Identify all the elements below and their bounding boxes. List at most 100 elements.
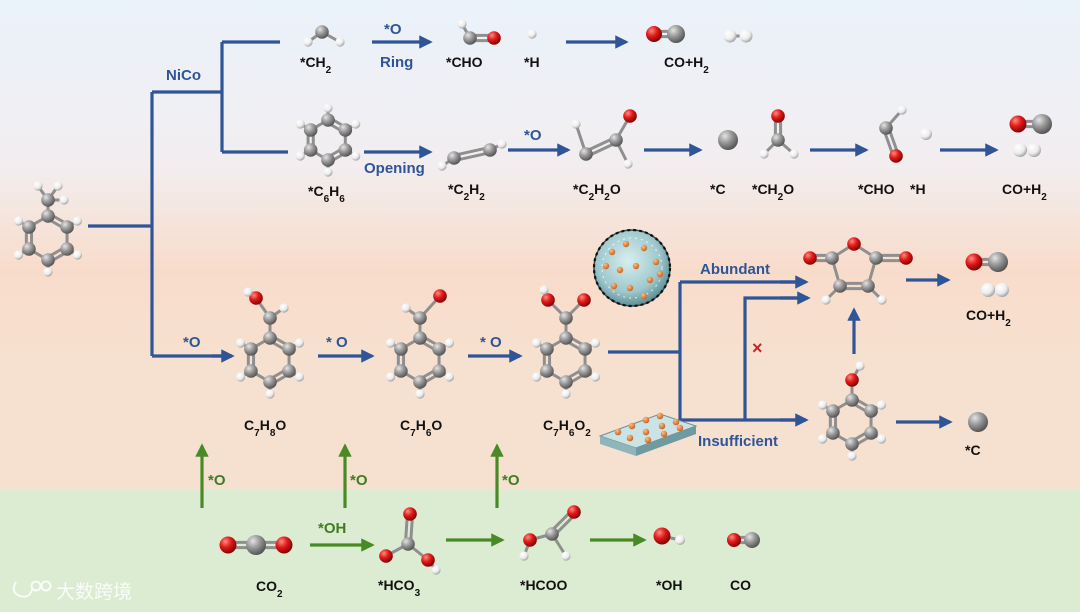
ch2o-molecule xyxy=(759,109,799,159)
label-coh2-low: CO+H2 xyxy=(966,307,1011,329)
catalyst-particle xyxy=(640,244,648,252)
c2h2-molecule xyxy=(437,139,507,171)
catalyst-particle xyxy=(658,422,666,430)
maleic-anhydride-molecule xyxy=(803,237,913,305)
cho-mid-molecule xyxy=(879,105,907,163)
molecules-layer xyxy=(13,19,1052,575)
label-h-mid: *H xyxy=(910,181,926,197)
split-abundant-insufficient xyxy=(608,280,798,422)
ring-label: Ring xyxy=(380,54,413,71)
opening-label: Opening xyxy=(364,160,425,177)
label-ch2o: *CH2O xyxy=(752,181,794,203)
catalyst-particle xyxy=(676,424,684,432)
hco3-molecule xyxy=(379,507,441,575)
labels: NiCo Ring Opening Abundant Insufficient … xyxy=(166,21,1047,600)
reagent-o-up-3: *O xyxy=(502,472,520,489)
reagent-o-a: *O xyxy=(183,334,201,351)
co-mid-molecule xyxy=(1009,114,1052,134)
catalyst-particle xyxy=(642,416,650,424)
co2-molecule xyxy=(219,535,293,555)
ch2-molecule xyxy=(303,25,345,47)
label-c-low: *C xyxy=(965,442,981,458)
benzene-molecule xyxy=(295,103,361,177)
background-lower xyxy=(0,490,1080,612)
catalyst-particle xyxy=(602,262,610,270)
h2-mid-molecule xyxy=(1013,143,1041,157)
label-co-bottom: CO xyxy=(730,577,751,593)
watermark: 大数跨境 xyxy=(12,580,132,603)
catalyst-particle xyxy=(608,248,616,256)
label-co2: CO2 xyxy=(256,578,283,600)
label-c-mid: *C xyxy=(710,181,726,197)
background-upper xyxy=(0,0,1080,490)
reagent-o-up-2: *O xyxy=(350,472,368,489)
catalyst-particle xyxy=(656,270,664,278)
reagent-o-b: * O xyxy=(326,334,348,351)
label-ch2: *CH2 xyxy=(300,54,332,76)
cho-top-molecule xyxy=(457,19,501,45)
co-bottom-molecule xyxy=(727,532,760,548)
h2-top-molecule xyxy=(723,29,753,43)
toluene-molecule xyxy=(13,181,83,277)
label-cho-top: *CHO xyxy=(446,54,483,70)
catalyst-particle xyxy=(646,276,654,284)
catalyst-particle xyxy=(632,262,640,270)
blocked-mark: × xyxy=(752,338,763,358)
hcoo-molecule xyxy=(519,505,581,561)
h-top-molecule xyxy=(527,29,537,39)
co-top-molecule xyxy=(646,25,685,43)
c7h8o-molecule xyxy=(235,287,305,399)
label-h-top: *H xyxy=(524,54,540,70)
label-coh2-top: CO+H2 xyxy=(664,54,709,76)
catalyst-particle xyxy=(626,434,634,442)
catalyst-label: NiCo xyxy=(166,67,201,84)
nico-split xyxy=(152,40,288,154)
catalyst-sphere-icon xyxy=(592,228,672,308)
reagent-oh: *OH xyxy=(318,520,346,537)
c-atom-mid xyxy=(718,130,738,150)
catalyst-slab-icon xyxy=(598,412,698,456)
label-c2h2: *C2H2 xyxy=(448,181,485,203)
catalyst-particle xyxy=(616,266,624,274)
c2h2o-molecule xyxy=(571,109,637,169)
label-coh2-mid: CO+H2 xyxy=(1002,181,1047,203)
insufficient-label: Insufficient xyxy=(698,433,778,450)
catalyst-particle xyxy=(642,428,650,436)
catalyst-particle xyxy=(652,258,660,266)
phenol-molecule xyxy=(817,361,887,461)
h2-low-molecule xyxy=(981,283,1009,297)
green-arrows xyxy=(195,443,647,552)
catalyst-particle xyxy=(614,428,622,436)
catalyst-particle xyxy=(640,292,648,300)
catalyst-particle xyxy=(610,282,618,290)
co-low-molecule xyxy=(965,252,1008,272)
label-c7h6o2: C7H6O2 xyxy=(543,417,591,439)
label-c2h2o: *C2H2O xyxy=(573,181,621,203)
c7h6o-molecule xyxy=(385,289,455,399)
watermark-text: 大数跨境 xyxy=(56,581,132,603)
label-hco3: *HCO3 xyxy=(378,577,421,599)
reagent-o-up-1: *O xyxy=(208,472,226,489)
blue-arrows xyxy=(212,35,999,429)
catalyst-particle xyxy=(660,430,668,438)
reagent-o-c: * O xyxy=(480,334,502,351)
catalyst-particle xyxy=(626,284,634,292)
label-c7h8o: C7H8O xyxy=(244,417,286,439)
reagent-o-ring: *O xyxy=(384,21,402,38)
reagent-o-opening: *O xyxy=(524,127,542,144)
label-c6h6: *C6H6 xyxy=(308,183,345,205)
catalyst-particle xyxy=(644,436,652,444)
label-c7h6o: C7H6O xyxy=(400,417,442,439)
c-atom-low xyxy=(968,412,988,432)
logo-mark-icon xyxy=(12,580,52,598)
c7h6o2-molecule xyxy=(531,285,601,399)
catalyst-particle xyxy=(622,240,630,248)
label-oh-bottom: *OH xyxy=(656,577,682,593)
catalyst-particle xyxy=(672,418,680,426)
abundant-label: Abundant xyxy=(700,261,770,278)
oh-molecule xyxy=(653,527,685,545)
h-mid-molecule xyxy=(920,128,932,140)
label-hcoo: *HCOO xyxy=(520,577,568,593)
label-cho-mid: *CHO xyxy=(858,181,895,197)
